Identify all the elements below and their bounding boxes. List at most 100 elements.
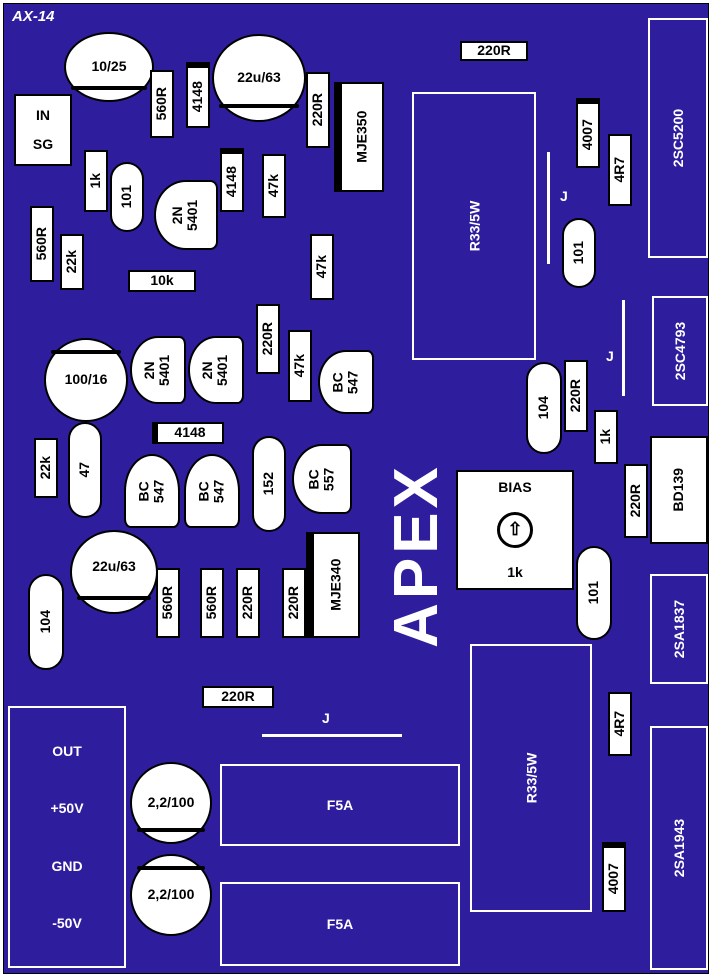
resistor-label: 1k <box>87 173 104 189</box>
apex-logo: APEX <box>381 463 451 648</box>
gnd-label: GND <box>51 857 83 874</box>
resistor-220r: 220R <box>256 304 280 374</box>
resistor-220r: 220R <box>306 72 330 148</box>
transistor-mje340: MJE340 <box>306 532 360 638</box>
resistor-560r: 560R <box>30 206 54 282</box>
capacitor-101: 101 <box>562 218 596 288</box>
capacitor-label: 104 <box>37 610 54 634</box>
capacitor-100-16: 100/16 <box>44 338 128 422</box>
sg-label: SG <box>32 136 54 152</box>
resistor-4r7: 4R7 <box>608 692 632 756</box>
resistor-label: 4R7 <box>611 711 628 737</box>
transistor-mje350: MJE350 <box>334 82 384 192</box>
transistor-bc547: BC 547 <box>124 454 180 528</box>
resistor-220r: 220R <box>460 41 528 61</box>
fuse-f5a: F5A <box>220 882 460 966</box>
pcb-board: AX-14 220R 10/25 560R 4148 22u/63 220R M… <box>3 3 709 974</box>
transistor-label: BD139 <box>670 468 687 512</box>
capacitor-101: 101 <box>576 546 612 640</box>
transistor-label: BC 557 <box>305 467 337 491</box>
resistor-label: 220R <box>239 586 256 620</box>
resistor-560r: 560R <box>156 568 180 638</box>
resistor-560r: 560R <box>150 70 174 138</box>
resistor-label: 220R <box>627 484 644 518</box>
transistor-bd139: BD139 <box>650 436 708 544</box>
resistor-4r7: 4R7 <box>608 134 632 206</box>
diode-4148: 4148 <box>186 62 210 128</box>
capacitor-label: 100/16 <box>64 371 108 388</box>
capacitor-label: 101 <box>570 241 587 265</box>
resistor-label: 4R7 <box>611 157 628 183</box>
fuse-label: F5A <box>326 797 354 813</box>
transistor-2sa1943: 2SA1943 <box>650 726 708 970</box>
transistor-2sa1837: 2SA1837 <box>650 574 708 684</box>
fuse-f5a: F5A <box>220 764 460 846</box>
resistor-label: R33/5W <box>465 200 482 252</box>
transistor-label: BC 547 <box>195 479 227 503</box>
capacitor-2-2-100: 2,2/100 <box>130 762 212 844</box>
transistor-label: 2SA1943 <box>671 818 688 878</box>
diode-4148: 4148 <box>152 422 224 444</box>
capacitor-22u-63: 22u/63 <box>70 530 158 614</box>
bias-value: 1k <box>507 563 523 580</box>
polarity-stripe <box>50 350 122 354</box>
capacitor-104: 104 <box>28 574 64 670</box>
transistor-2n5401: 2N 5401 <box>130 336 186 404</box>
in-label: IN <box>36 106 50 123</box>
capacitor-label: 101 <box>585 581 602 605</box>
transistor-bc557: BC 557 <box>292 444 352 514</box>
resistor-220r: 220R <box>624 464 648 538</box>
jumper-wire <box>262 734 402 737</box>
resistor-label: 47k <box>291 354 308 378</box>
resistor-label: 560R <box>203 586 220 620</box>
resistor-label: 560R <box>33 227 50 261</box>
diode-label: 4007 <box>605 863 622 895</box>
transistor-label: BC 547 <box>329 370 361 394</box>
capacitor-10-25: 10/25 <box>64 32 154 102</box>
resistor-47k: 47k <box>288 330 312 402</box>
resistor-label: R33/5W <box>522 752 539 804</box>
transistor-label: MJE350 <box>353 110 370 164</box>
resistor-label: 1k <box>597 429 614 445</box>
power-resistor-r33-5w: R33/5W <box>412 92 536 360</box>
capacitor-47: 47 <box>68 422 102 518</box>
transistor-label: 2N 5401 <box>141 354 173 386</box>
diode-4007: 4007 <box>602 842 626 912</box>
transistor-label: MJE340 <box>327 558 344 612</box>
bias-label: BIAS <box>498 479 532 495</box>
out-label: OUT <box>52 742 82 759</box>
resistor-1k: 1k <box>84 150 108 212</box>
resistor-220r: 220R <box>202 686 274 708</box>
capacitor-101: 101 <box>110 162 144 232</box>
resistor-label: 22k <box>37 456 54 480</box>
power-resistor-r33-5w: R33/5W <box>470 644 592 912</box>
capacitor-label: 101 <box>118 185 135 209</box>
capacitor-22u-63: 22u/63 <box>212 34 306 122</box>
resistor-label: 220R <box>259 322 276 356</box>
capacitor-label: 22u/63 <box>92 558 136 575</box>
transistor-2n5401: 2N 5401 <box>188 336 244 404</box>
transistor-2sc5200: 2SC5200 <box>648 18 708 258</box>
transistor-label: 2SA1837 <box>671 599 688 659</box>
polarity-stripe <box>219 104 299 108</box>
resistor-1k: 1k <box>594 410 618 464</box>
resistor-220r: 220R <box>282 568 306 638</box>
jumper-label: J <box>322 710 330 726</box>
resistor-47k: 47k <box>262 154 286 218</box>
diode-label: 4148 <box>189 81 206 113</box>
resistor-220r: 220R <box>236 568 260 638</box>
polarity-stripe <box>77 596 151 600</box>
transistor-bc547: BC 547 <box>318 350 374 414</box>
resistor-label: 220R <box>285 586 302 620</box>
polarity-stripe <box>71 86 147 90</box>
capacitor-label: 22u/63 <box>237 69 281 86</box>
arrow-up-icon[interactable]: ⇧ <box>497 512 533 548</box>
resistor-label: 47k <box>313 255 330 279</box>
capacitor-label: 152 <box>260 472 277 496</box>
transistor-bc547: BC 547 <box>184 454 240 528</box>
plus-50v-label: +50V <box>50 800 84 817</box>
resistor-10k: 10k <box>128 270 196 292</box>
diode-label: 4007 <box>579 119 596 151</box>
capacitor-label: 2,2/100 <box>147 886 195 903</box>
bias-trimmer[interactable]: BIAS ⇧ 1k <box>456 470 574 590</box>
